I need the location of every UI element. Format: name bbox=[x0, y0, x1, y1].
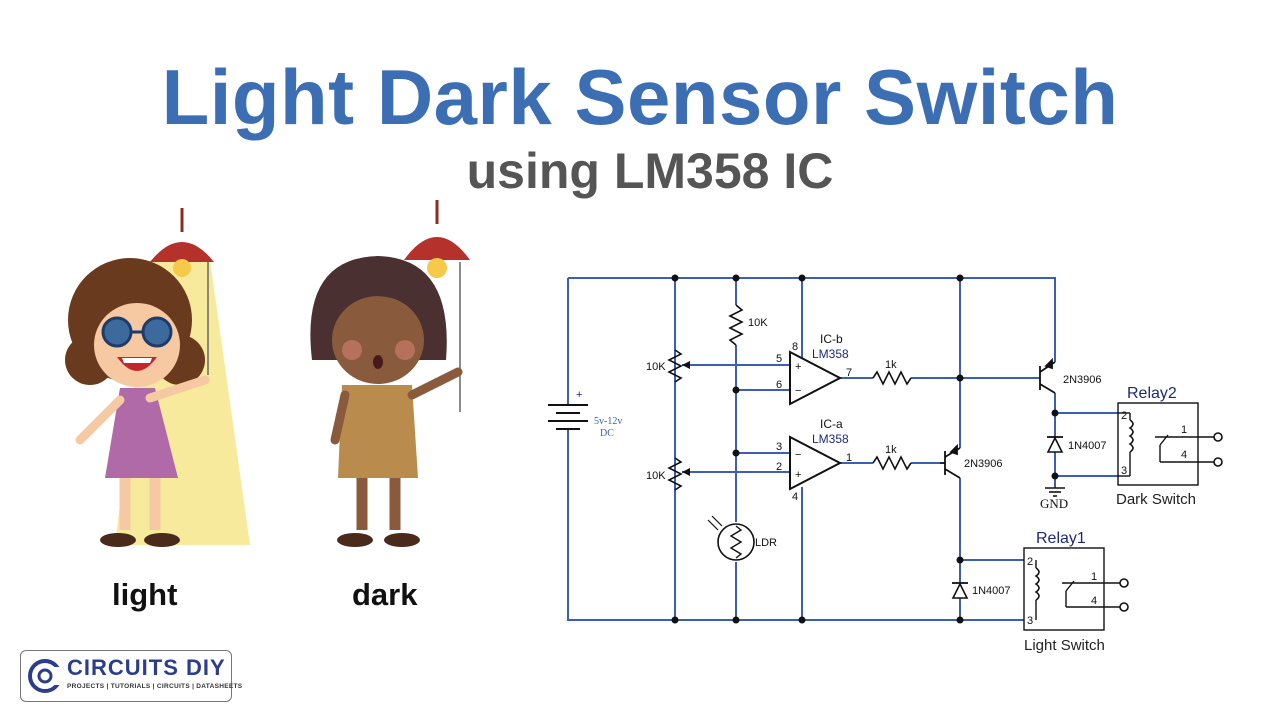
diode-bottom-label: 1N4007 bbox=[972, 585, 1011, 597]
pin-2: 2 bbox=[776, 461, 782, 473]
relay1-name: Relay1 bbox=[1036, 530, 1086, 547]
caption-dark: dark bbox=[352, 577, 418, 612]
opamp-bottom-part: LM358 bbox=[812, 432, 849, 446]
relay2-name: Relay2 bbox=[1127, 385, 1177, 402]
light-girl-illustration bbox=[65, 208, 250, 547]
circuits-diy-logo[interactable]: CIRCUITS DIY PROJECTS | TUTORIALS | CIRC… bbox=[20, 650, 242, 702]
pin-1: 1 bbox=[846, 452, 852, 464]
relay2-pin3: 3 bbox=[1121, 465, 1127, 477]
opamp-bottom-minus: − bbox=[795, 449, 801, 461]
pin-4: 4 bbox=[792, 491, 798, 503]
relay1-caption: Light Switch bbox=[1024, 637, 1105, 654]
gnd-symbol bbox=[1045, 487, 1065, 497]
opamp-bottom-plus: + bbox=[795, 469, 801, 481]
transistor-bottom bbox=[940, 443, 961, 479]
resistor-1k-top bbox=[872, 370, 912, 386]
relay2-caption: Dark Switch bbox=[1116, 491, 1196, 508]
diode-top-label: 1N4007 bbox=[1068, 440, 1107, 452]
pot-top bbox=[667, 349, 683, 383]
gnd-label: GND bbox=[1040, 496, 1068, 511]
resistor-10k-top bbox=[728, 304, 744, 346]
page-title: Light Dark Sensor Switch bbox=[161, 53, 1119, 141]
transistor-top-label: 2N3906 bbox=[1063, 374, 1102, 386]
relay1-pin3: 3 bbox=[1027, 615, 1033, 627]
logo-name: CIRCUITS DIY bbox=[67, 655, 226, 680]
opamp-top-name: IC-b bbox=[820, 332, 843, 346]
transistor-top bbox=[1039, 357, 1056, 394]
pin-8: 8 bbox=[792, 341, 798, 353]
resistor-1k-bottom bbox=[872, 455, 912, 471]
opamp-bottom bbox=[789, 435, 843, 491]
caption-light: light bbox=[112, 577, 178, 612]
circuit-wires bbox=[567, 277, 1118, 621]
battery-symbol bbox=[548, 404, 588, 430]
relay1-box bbox=[1023, 547, 1129, 631]
opamp-top-minus: − bbox=[795, 385, 801, 397]
junction-dots bbox=[671, 274, 1059, 624]
resistor-1k-bottom-label: 1k bbox=[885, 444, 897, 456]
pin-6: 6 bbox=[776, 379, 782, 391]
opamp-bottom-name: IC-a bbox=[820, 417, 843, 431]
battery-rating: 5v-12v bbox=[594, 416, 622, 427]
page-subtitle: using LM358 IC bbox=[466, 143, 834, 199]
pot-bottom-label: 10K bbox=[646, 470, 666, 482]
dark-girl-illustration bbox=[310, 200, 470, 547]
ldr-label: LDR bbox=[755, 537, 777, 549]
opamp-top-plus: + bbox=[795, 361, 801, 373]
pin-3: 3 bbox=[776, 441, 782, 453]
battery-rating-dc: DC bbox=[600, 428, 614, 439]
opamp-top-part: LM358 bbox=[812, 347, 849, 361]
logo-tagline: PROJECTS | TUTORIALS | CIRCUITS | DATASH… bbox=[67, 683, 243, 690]
relay2-pin4: 4 bbox=[1181, 449, 1187, 461]
relay2-pin2: 2 bbox=[1121, 410, 1127, 422]
pot-top-label: 10K bbox=[646, 361, 666, 373]
pin-7: 7 bbox=[846, 367, 852, 379]
relay1-pin4: 4 bbox=[1091, 595, 1097, 607]
relay2-box bbox=[1117, 402, 1223, 486]
pot-bottom bbox=[667, 457, 683, 491]
transistor-bottom-label: 2N3906 bbox=[964, 458, 1003, 470]
logo-mark-icon bbox=[28, 659, 63, 693]
resistor-10k-label: 10K bbox=[748, 317, 768, 329]
ldr-symbol bbox=[707, 515, 755, 561]
diode-top bbox=[1046, 436, 1064, 453]
pin-5: 5 bbox=[776, 353, 782, 365]
relay2-pin1: 1 bbox=[1181, 424, 1187, 436]
resistor-1k-top-label: 1k bbox=[885, 359, 897, 371]
opamp-top bbox=[789, 350, 843, 406]
relay1-pin2: 2 bbox=[1027, 556, 1033, 568]
relay1-pin1: 1 bbox=[1091, 571, 1097, 583]
battery-plus: + bbox=[576, 389, 582, 401]
diode-bottom bbox=[951, 582, 969, 599]
